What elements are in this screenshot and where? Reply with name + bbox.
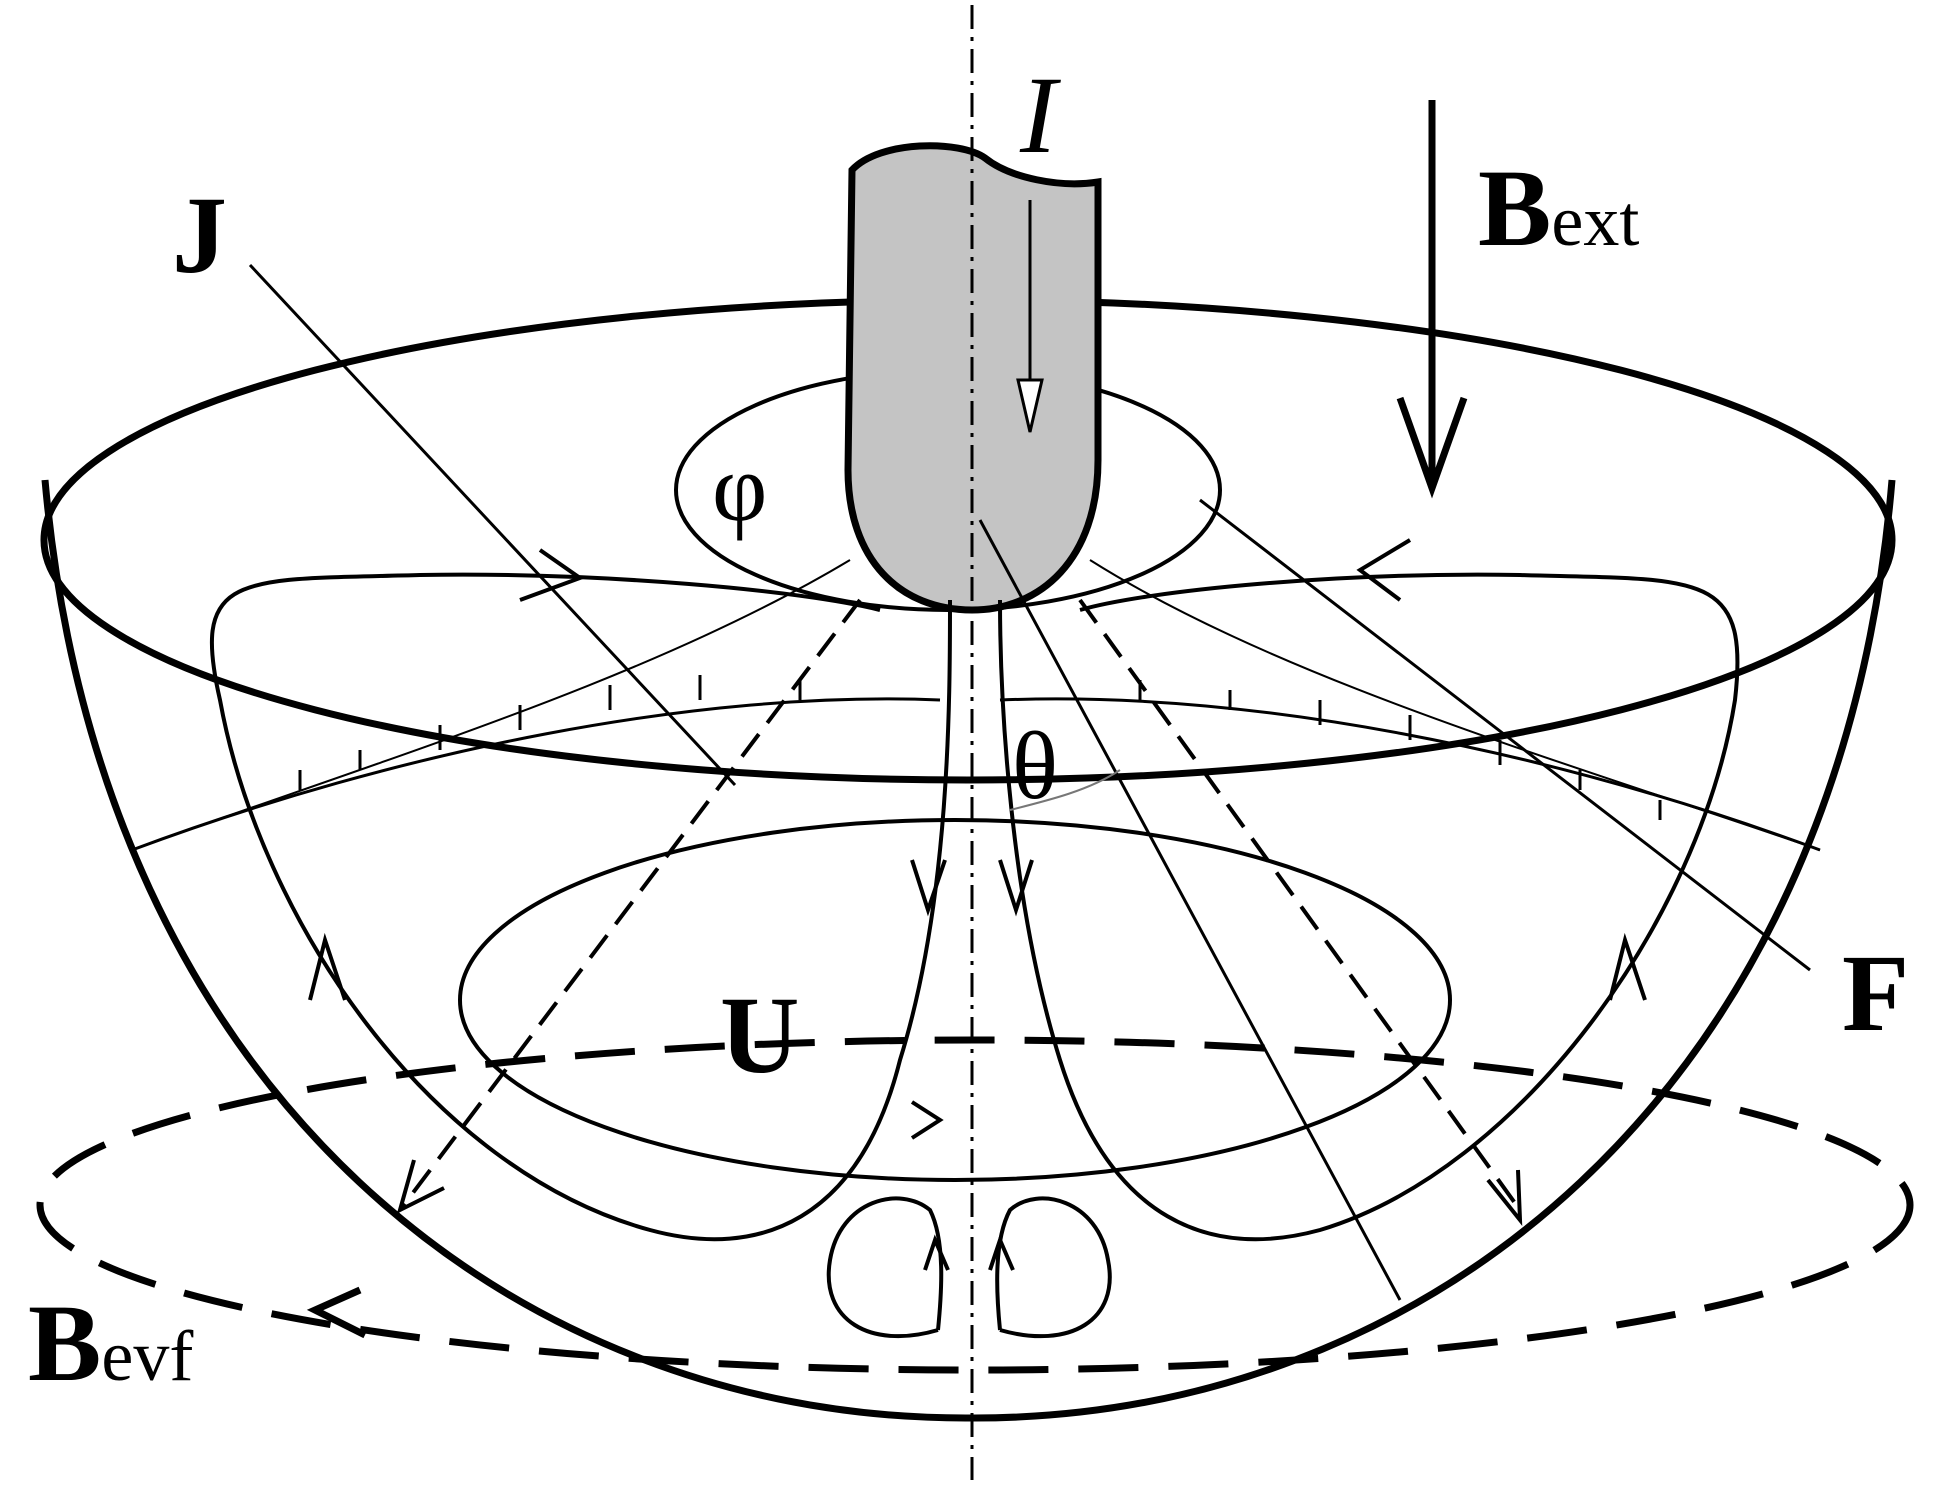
hemisphere-outline bbox=[41, 479, 1896, 1422]
loop-arrow-left bbox=[308, 932, 347, 1001]
loop-arrow-right bbox=[1608, 932, 1647, 1001]
jet-arrow-right bbox=[998, 859, 1034, 917]
force-line-upper-left bbox=[131, 559, 851, 851]
label-u: U bbox=[720, 974, 799, 1096]
bevf-field-loop bbox=[36, 1036, 1914, 1374]
j-leader bbox=[248, 263, 737, 787]
flow-loop-left bbox=[210, 572, 952, 1242]
jet-arrow-left bbox=[910, 859, 947, 917]
label-bevf: Bevf bbox=[28, 1282, 193, 1404]
theta-ray-axis bbox=[978, 519, 1402, 1301]
label-theta: θ bbox=[1012, 712, 1058, 819]
f-leader bbox=[1199, 498, 1811, 972]
current-line-right-head bbox=[1486, 1169, 1523, 1227]
current-arrow-head bbox=[1016, 378, 1044, 433]
vortex-right bbox=[995, 1196, 1112, 1339]
vortex-left bbox=[826, 1196, 944, 1339]
label-j: J bbox=[172, 174, 227, 296]
force-line-upper-right bbox=[1089, 559, 1821, 851]
bevf-arrow-head bbox=[306, 1286, 367, 1339]
label-bext: Bext bbox=[1478, 147, 1639, 269]
current-line-left-head bbox=[396, 1159, 445, 1214]
label-current: I bbox=[1019, 54, 1061, 176]
label-phi: φ bbox=[712, 434, 767, 541]
vortex-arrow-left bbox=[923, 1234, 950, 1271]
flow-loop-right bbox=[998, 572, 1740, 1242]
inner-loop-arrow bbox=[910, 1100, 944, 1140]
surface-flow-arrow-right bbox=[1356, 538, 1412, 602]
theta-arc bbox=[1009, 769, 1121, 811]
vortex-arrow-right bbox=[988, 1234, 1015, 1271]
label-f: F bbox=[1842, 932, 1909, 1054]
current-line-right-dashed bbox=[1078, 598, 1522, 1212]
current-line-left-dashed bbox=[398, 598, 862, 1212]
surface-flow-arrow-left bbox=[519, 548, 585, 602]
inner-flow-loop bbox=[458, 818, 1452, 1182]
bext-arrow-head bbox=[1396, 396, 1468, 499]
